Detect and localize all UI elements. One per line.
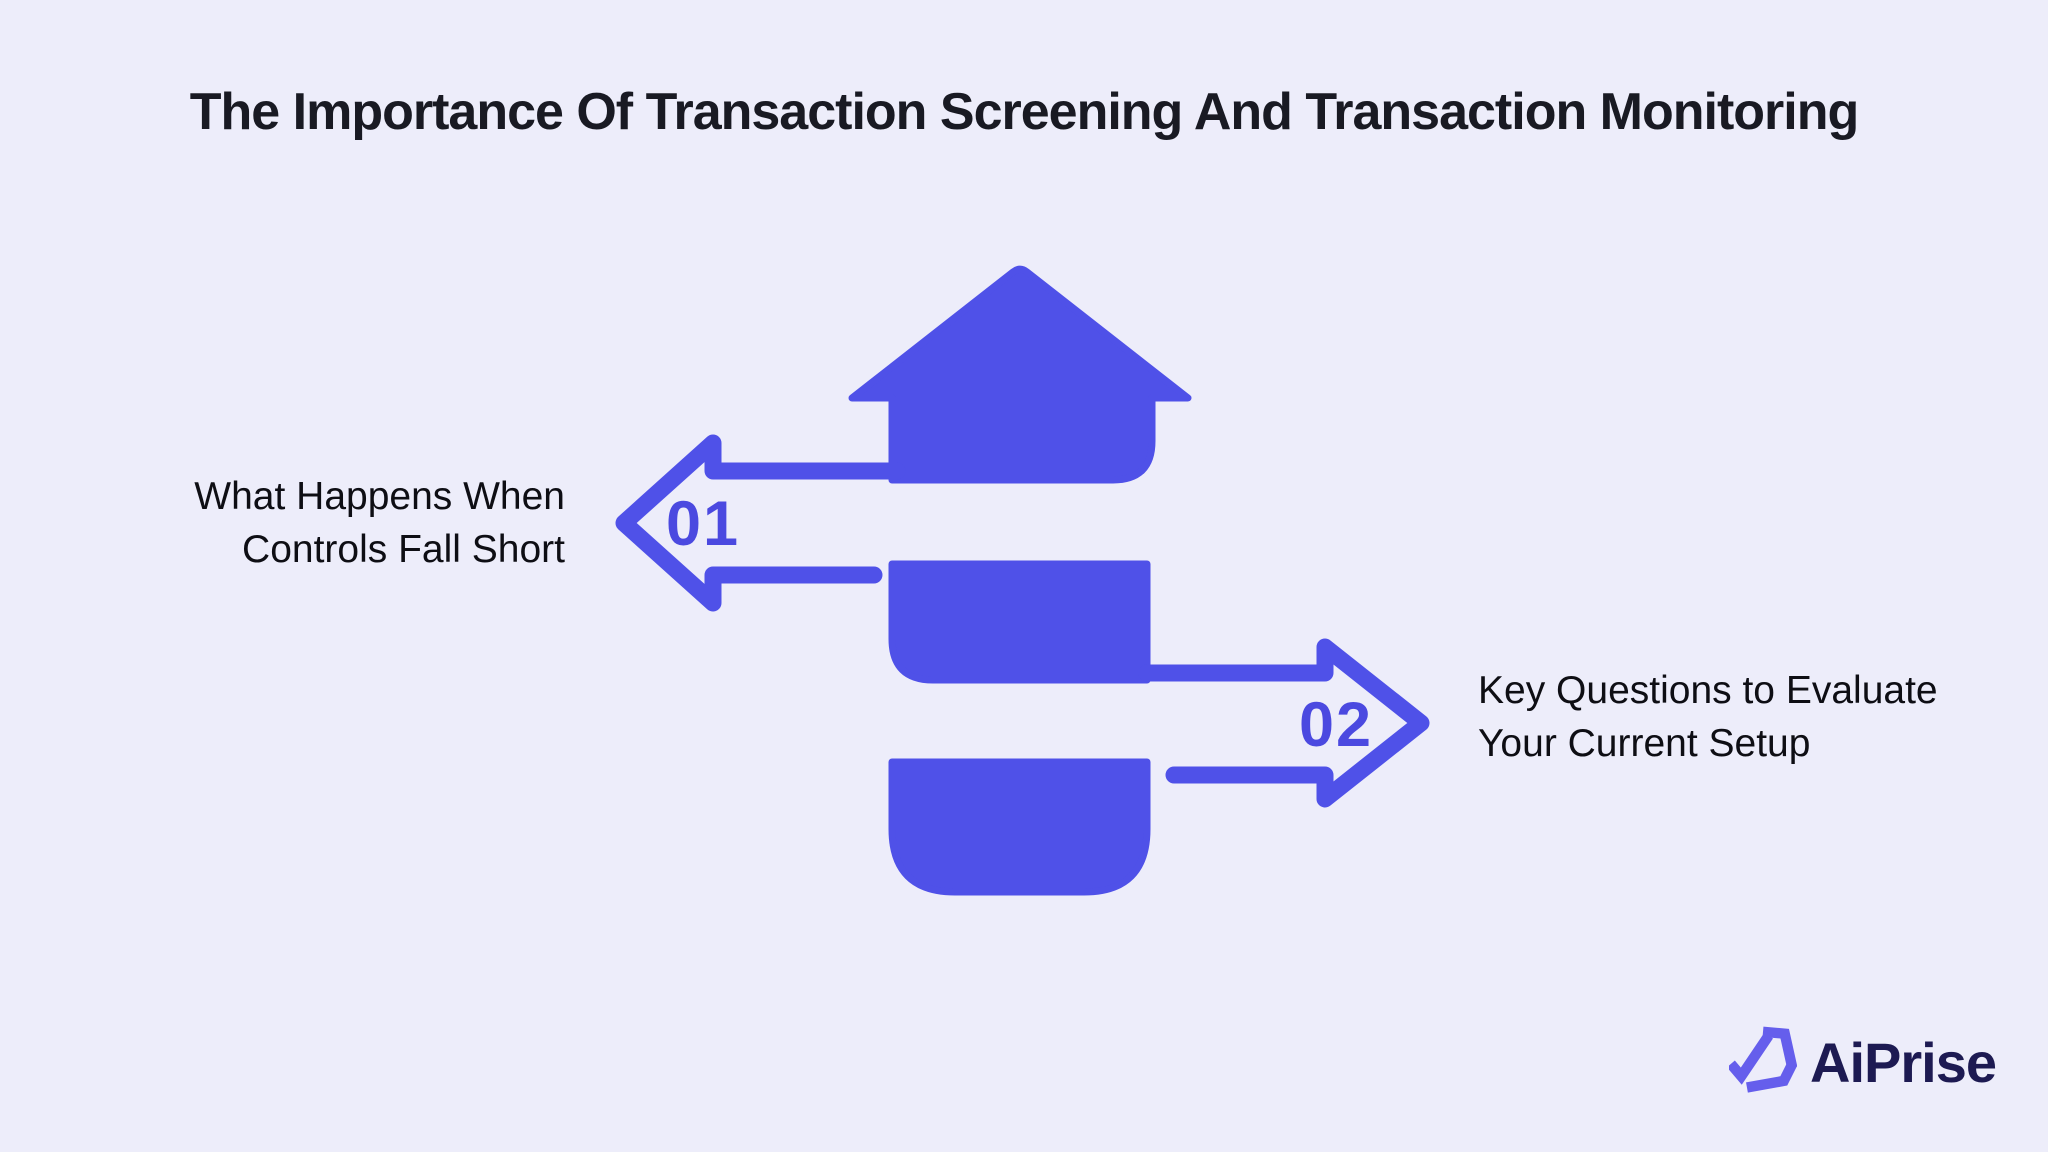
- up-arrow-base-segment: [888, 758, 1151, 896]
- up-arrow-head-shape: [848, 265, 1192, 484]
- step-01-label-line-2: Controls Fall Short: [242, 528, 565, 571]
- step-01-label-line-1: What Happens When: [194, 475, 565, 518]
- step-02-label-line-2: Your Current Setup: [1478, 722, 1811, 765]
- step-01-number: 01: [665, 489, 741, 559]
- step-02-number: 02: [1298, 690, 1374, 760]
- left-arrow-icon: [615, 434, 906, 612]
- page-title: The Importance Of Transaction Screening …: [189, 83, 1860, 141]
- aiprise-logo-text: AiPrise: [1810, 1030, 1997, 1094]
- aiprise-logo-mark-icon: [1729, 1026, 1797, 1093]
- aiprise-logo: AiPrise: [1729, 1026, 1997, 1098]
- up-arrow-middle-segment: [888, 560, 1151, 684]
- right-arrow-icon: [1138, 638, 1430, 808]
- step-01-label: What Happens When Controls Fall Short: [194, 470, 565, 576]
- step-02-label: Key Questions to Evaluate Your Current S…: [1478, 664, 1938, 770]
- step-02-label-line-1: Key Questions to Evaluate: [1478, 669, 1938, 712]
